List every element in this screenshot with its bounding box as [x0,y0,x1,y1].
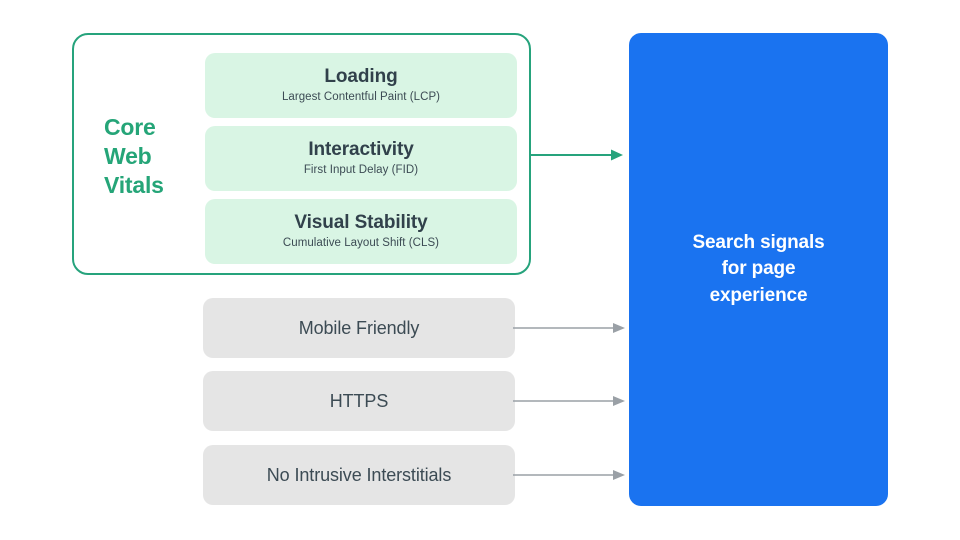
metric-title: Interactivity [308,138,414,160]
search-signals-line-2: for page [721,258,796,280]
core-web-vitals-label-line-3: Vitals [104,171,164,198]
metric-card-interactivity[interactable]: Interactivity First Input Delay (FID) [205,126,517,191]
signal-box-label: No Intrusive Interstitials [266,464,452,485]
signal-box-label: HTTPS [329,390,389,411]
mobile-friendly-arrow [513,319,627,337]
metric-title: Loading [324,65,398,87]
metric-subtitle: Largest Contentful Paint (LCP) [281,91,441,104]
core-web-vitals-group: Core Web Vitals Loading Largest Contentf… [72,33,531,275]
metric-card-visual-stability[interactable]: Visual Stability Cumulative Layout Shift… [205,199,517,264]
core-web-vitals-label-line-2: Web [104,142,152,169]
metric-title: Visual Stability [294,211,428,233]
signal-box-mobile-friendly[interactable]: Mobile Friendly [203,298,515,358]
core-web-vitals-arrow [529,146,625,164]
https-arrow [513,392,627,410]
search-signals-panel-title: Search signals for page experience [674,230,842,309]
search-signals-line-1: Search signals [692,232,825,254]
core-web-vitals-label-line-1: Core [104,114,156,140]
search-signals-line-3: experience [709,284,808,306]
no-intrusive-interstitials-arrow [513,466,627,484]
metric-card-loading[interactable]: Loading Largest Contentful Paint (LCP) [205,53,517,118]
metric-subtitle: First Input Delay (FID) [303,164,419,177]
signal-box-no-intrusive-interstitials[interactable]: No Intrusive Interstitials [203,445,515,505]
metric-subtitle: Cumulative Layout Shift (CLS) [282,237,440,250]
core-web-vitals-group-label: Core Web Vitals [104,113,192,200]
signal-box-https[interactable]: HTTPS [203,371,515,431]
search-signals-panel[interactable]: Search signals for page experience [629,33,888,506]
signal-box-label: Mobile Friendly [298,317,420,338]
